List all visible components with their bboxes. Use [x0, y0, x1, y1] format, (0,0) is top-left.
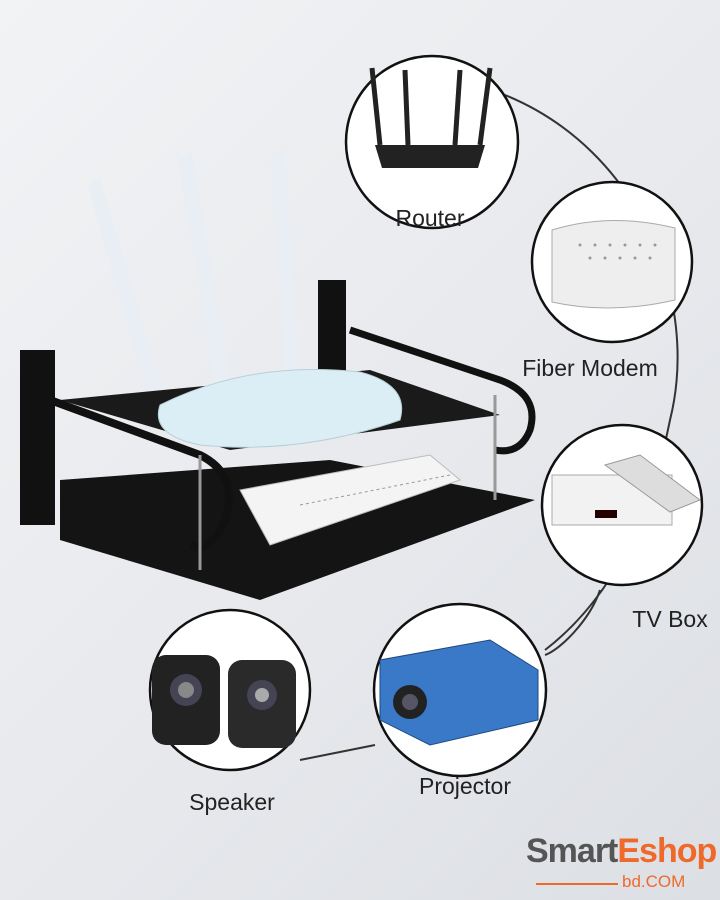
router-label: Router	[395, 205, 465, 231]
projector-icon	[379, 639, 539, 746]
speaker-label: Speaker	[189, 789, 275, 815]
router-icon	[375, 145, 485, 168]
speaker-circle	[148, 608, 312, 772]
logo-brand-part1: Smart	[526, 832, 618, 870]
connector-curve	[299, 94, 679, 761]
projector-label: Projector	[418, 773, 512, 799]
tv-box-label: TV Box	[632, 606, 708, 632]
fiber-modem-icon	[551, 220, 676, 309]
logo-brand-part2: Eshop	[617, 832, 717, 870]
smarteshop-logo: SmartEshop bd.COM	[522, 826, 717, 896]
fiber-modem-circle	[530, 180, 694, 344]
fiber-modem-label: Fiber Modem	[522, 355, 658, 381]
tv-box-circle	[540, 423, 704, 587]
logo-domain: bd.COM	[622, 872, 686, 891]
logo-underline	[536, 883, 618, 885]
router-circle	[344, 54, 520, 230]
projector-circle	[372, 602, 548, 778]
wall-shelf-image	[20, 148, 536, 600]
